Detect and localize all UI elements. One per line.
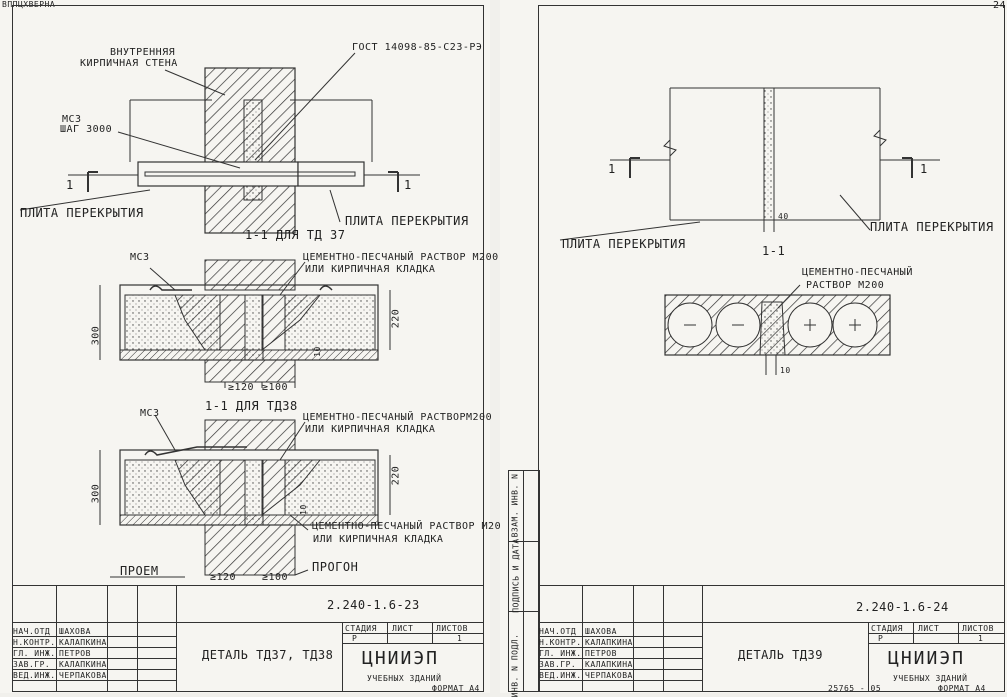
section-title-td38: 1-1 для ТД38 (205, 399, 298, 413)
right-bottom-num: 25765 - 05 (828, 684, 882, 693)
dim-220-b: 220 (390, 465, 402, 486)
left-sheet: ВППЦХВЕРНА Внутренняя кирпичная стена ГО… (0, 0, 507, 693)
right-row-name-2: Петров (585, 649, 617, 658)
stamp-sign: Подпись и дата (511, 538, 521, 613)
left-row-name-2: Петров (59, 649, 91, 658)
label-ms3: МС3 (62, 114, 82, 125)
dim-120-b: ≥120 (210, 572, 237, 583)
label-step: шаг 3000 (60, 124, 113, 135)
right-sheet-h: Лист (918, 624, 940, 633)
section-title-td37: 1-1 для ТД 37 (245, 228, 346, 242)
left-plan-drawing (19, 52, 420, 234)
label-inner-wall-2: кирпичная стена (80, 58, 178, 69)
right-sheets-h: Листов (962, 624, 994, 633)
left-org: ЦНИИЭП (362, 648, 440, 669)
left-sheet-h: Лист (392, 624, 414, 633)
page-number: 24 (993, 0, 1007, 11)
section-td38-drawing (99, 414, 391, 578)
label-purlin: Прогон (312, 560, 359, 574)
right-frame (538, 5, 1005, 692)
label-mortar-a2: или кирпичная кладка (305, 264, 436, 275)
left-stage-h: Стадия (345, 624, 377, 633)
right-section-mark-right: 1 (920, 162, 928, 176)
dim-10-b: 10 (298, 504, 308, 515)
right-row-name-4: Черпакова (585, 671, 633, 680)
right-label-mortar: Цементно-песчаный (802, 267, 913, 278)
stamp-inv: Инв. N подл. (510, 633, 520, 697)
left-format: Формат А4 (432, 684, 480, 693)
label-mortar-b2: или кирпичная кладка (305, 424, 436, 435)
label-ms3-c: МС3 (140, 408, 160, 419)
right-plan-drawing (559, 87, 940, 241)
right-stage-h: Стадия (871, 624, 903, 633)
left-row-role-0: Нач.отд (13, 627, 51, 636)
right-titleblock: 2.240-1.6-24 Деталь ТД39 Стадия Лист Лис… (538, 585, 1004, 693)
right-label-mortar2: раствор М200 (806, 280, 885, 291)
label-mortar-c2: или кирпичная кладка (313, 534, 444, 545)
right-sheet: 24 Инв. N подл. Подпись и дата Взам. инв… (500, 0, 1007, 697)
left-row-role-4: Вед.инж. (13, 671, 56, 680)
right-section-drawing (664, 284, 891, 375)
corner-stamp-text: ВППЦХВЕРНА (2, 0, 56, 9)
right-stage: Р (878, 634, 884, 643)
left-doc-code: 2.240-1.6-23 (327, 598, 420, 612)
label-slab-left: Плита перекрытия (20, 206, 144, 220)
left-row-role-2: Гл. инж. (13, 649, 56, 658)
right-row-role-2: Гл. инж. (539, 649, 582, 658)
left-row-name-3: Калапкина (59, 660, 107, 669)
right-org-sub: учебных зданий (893, 674, 968, 683)
left-row-role-1: Н.контр. (13, 638, 56, 647)
left-titleblock: 2.240-1.6-23 Деталь ТД37, ТД38 Стадия Ли… (12, 585, 483, 693)
label-mortar-b: Цементно-песчаный растворМ200 (303, 412, 493, 423)
right-row-role-3: Зав.гр. (539, 660, 577, 669)
side-stamp: Инв. N подл. Подпись и дата Взам. инв. N (508, 470, 540, 697)
dim-220-a: 220 (390, 308, 402, 329)
label-inner-wall: Внутренняя (110, 47, 176, 58)
label-slab-right: Плита перекрытия (345, 214, 469, 228)
dim-300-a: 300 (90, 325, 102, 346)
right-format: Формат А4 (938, 684, 986, 693)
right-org: ЦНИИЭП (888, 648, 966, 669)
section-td37-drawing (99, 259, 391, 388)
right-row-role-4: Вед.инж. (539, 671, 582, 680)
stamp-replace: Взам. инв. N (510, 473, 520, 538)
label-mortar-a: Цементно-песчаный раствор М200 (303, 252, 499, 263)
right-doc-title: Деталь ТД39 (738, 648, 823, 662)
dim-10-a: 10 (312, 346, 322, 357)
right-dim-10: 10 (780, 366, 791, 375)
left-row-name-0: Шахова (59, 627, 91, 636)
right-row-role-0: Нач.отд (539, 627, 577, 636)
right-doc-code: 2.240-1.6-24 (856, 600, 949, 614)
dim-300-b: 300 (90, 483, 102, 504)
right-label-slab-right: Плита перекрытия (870, 220, 994, 234)
right-row-name-3: Калапкина (585, 660, 633, 669)
section-mark-left: 1 (66, 178, 74, 192)
right-row-role-1: Н.контр. (539, 638, 582, 647)
right-label-slab-left: Плита перекрытия (562, 237, 686, 251)
dim-120-a: ≥120 (228, 382, 255, 393)
right-section-1-1: 1-1 (762, 244, 786, 258)
label-gost: ГОСТ 14098-85-С23-Рэ (352, 42, 483, 53)
label-mortar-c: Цементно-песчаный раствор М200 (312, 521, 508, 532)
left-stage: Р (352, 634, 358, 643)
section-mark-right: 1 (404, 178, 412, 192)
label-ms3-b: МС3 (130, 252, 150, 263)
left-row-name-1: Калапкина (59, 638, 107, 647)
right-row-name-0: Шахова (585, 627, 617, 636)
left-doc-title: Деталь ТД37, ТД38 (202, 648, 334, 662)
left-row-role-3: Зав.гр. (13, 660, 51, 669)
label-opening: Проем (120, 564, 159, 578)
dim-100-a: ≥100 (262, 382, 289, 393)
right-row-name-1: Калапкина (585, 638, 633, 647)
right-section-mark-left: 1 (608, 162, 616, 176)
left-frame (12, 5, 484, 692)
left-row-name-4: Черпакова (59, 671, 107, 680)
dim-100-b: ≥100 (262, 572, 289, 583)
left-sheets-h: Листов (436, 624, 468, 633)
right-dim-40: 40 (778, 212, 789, 221)
left-sheet-num: 1 (457, 634, 463, 643)
left-org-sub: учебных зданий (367, 674, 442, 683)
right-sheet-num: 1 (978, 634, 984, 643)
